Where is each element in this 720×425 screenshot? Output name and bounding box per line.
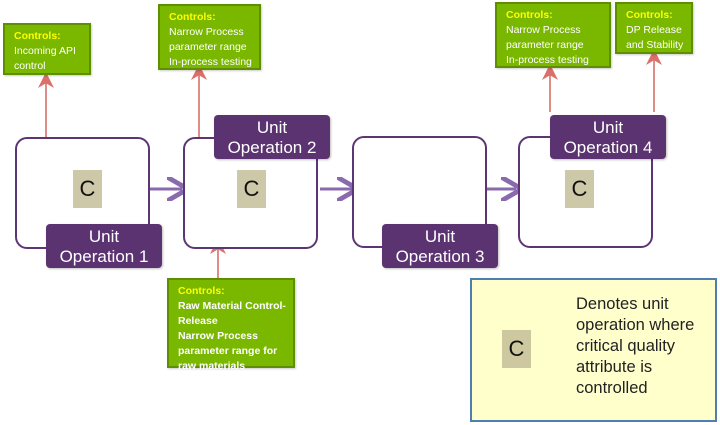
unit-operation-3-label: Unit Operation 3 [382, 224, 498, 268]
unit-label-line2: Operation 3 [395, 247, 485, 266]
controls-header: Controls: [169, 11, 216, 23]
controls-line: DP Release [626, 24, 682, 36]
unit-operation-1-label: Unit Operation 1 [46, 224, 162, 268]
legend-cqa-marker: C [502, 330, 531, 368]
controls-line: Raw Material Control- [178, 300, 286, 312]
controls-line: parameter range [169, 41, 247, 53]
unit-label-line2: Operation 2 [227, 138, 317, 157]
controls-box-incoming-api: Controls: Incoming API control [3, 23, 91, 75]
controls-line: control [14, 60, 46, 72]
controls-line: parameter range [506, 39, 584, 51]
legend-line: operation where [576, 316, 695, 334]
controls-line: Narrow Process [506, 24, 581, 36]
controls-line: and Stability [626, 39, 684, 51]
legend-line: critical quality [576, 337, 676, 355]
legend-line: Denotes unit [576, 295, 669, 313]
controls-header: Controls: [14, 30, 61, 42]
controls-header: Controls: [506, 9, 553, 21]
unit-label-line2: Operation 1 [59, 247, 149, 266]
unit-label-line1: Unit [88, 227, 120, 246]
cqa-marker-uo4: C [565, 170, 594, 208]
controls-box-uo2-process: Controls: Narrow Process parameter range… [158, 4, 261, 70]
unit-label-line1: Unit [592, 118, 624, 137]
controls-box-uo4-process: Controls: Narrow Process parameter range… [495, 2, 611, 68]
controls-line: raw materials [178, 360, 246, 372]
controls-line: parameter range for [178, 345, 278, 357]
controls-header: Controls: [626, 9, 673, 21]
legend-box: C Denotes unit operation where critical … [470, 278, 717, 422]
controls-line: Incoming API [14, 45, 76, 57]
unit-label-line1: Unit [424, 227, 456, 246]
unit-label-line1: Unit [256, 118, 288, 137]
controls-line: Narrow Process [178, 330, 258, 342]
controls-line: In-process testing [506, 54, 589, 66]
controls-line: In-process testing [169, 56, 252, 68]
controls-box-raw-material: Controls: Raw Material Control- Release … [167, 278, 295, 372]
controls-header: Controls: [178, 285, 225, 297]
unit-operation-2-label: Unit Operation 2 [214, 115, 330, 159]
unit-operation-4-label: Unit Operation 4 [550, 115, 666, 159]
cqa-marker-uo2: C [237, 170, 266, 208]
cqa-marker-uo1: C [73, 170, 102, 208]
controls-box-dp-release: Controls: DP Release and Stability [615, 2, 693, 54]
unit-label-line2: Operation 4 [563, 138, 653, 157]
legend-line: attribute is [576, 358, 653, 376]
controls-line: Release [178, 315, 218, 327]
legend-line: controlled [576, 379, 648, 397]
controls-line: Narrow Process [169, 26, 244, 38]
legend-description: Denotes unit operation where critical qu… [576, 294, 694, 399]
